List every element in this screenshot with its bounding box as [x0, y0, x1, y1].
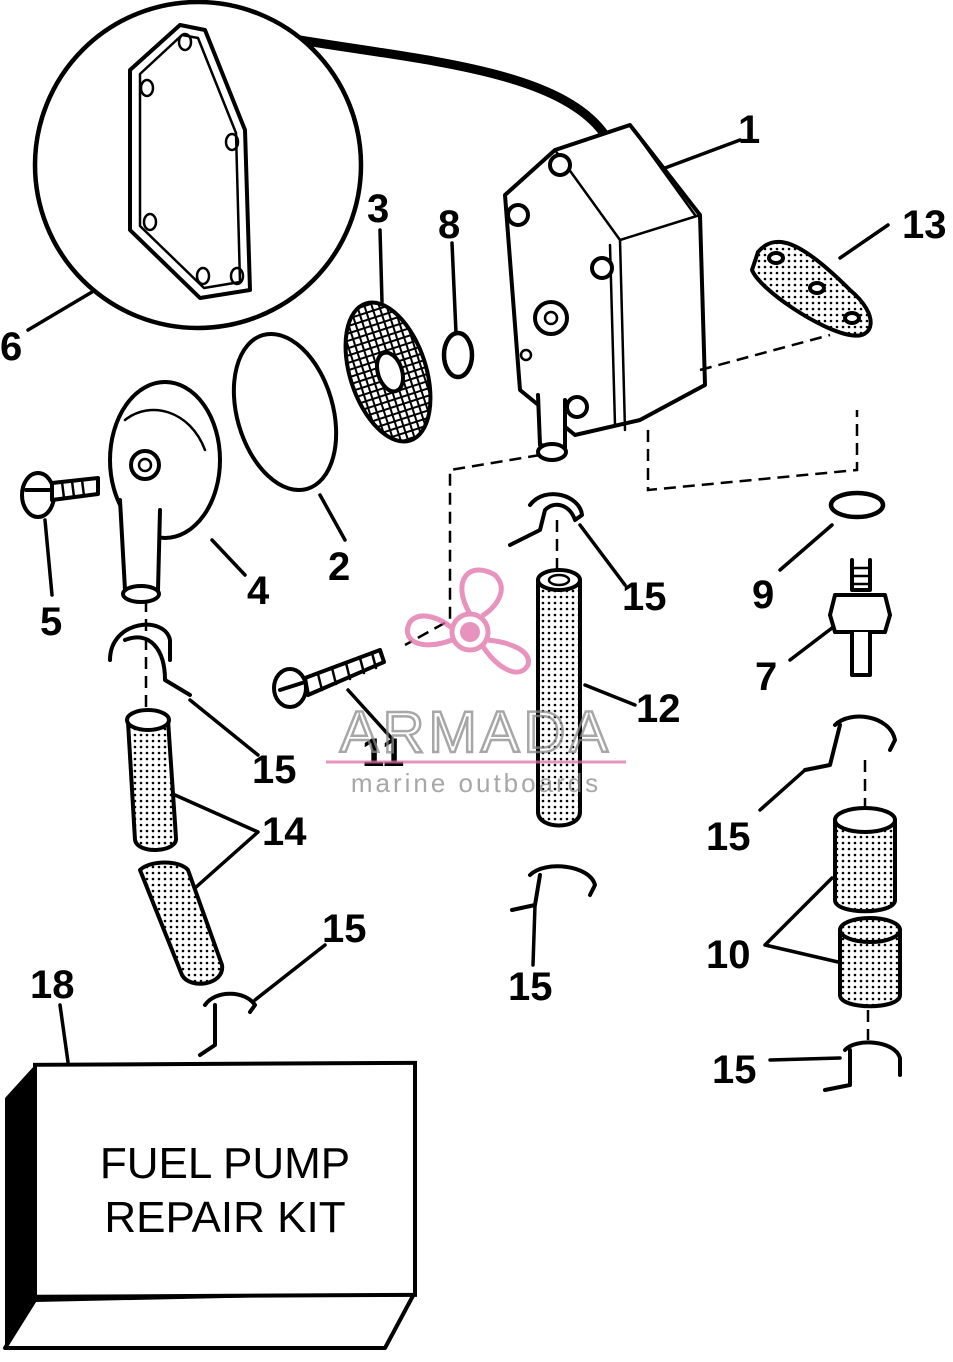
seal-ring	[441, 330, 475, 380]
gasket-detail-circle	[32, 0, 610, 331]
callout-13: 13	[902, 203, 947, 247]
filter-element-lower	[838, 916, 902, 1009]
leader-lines	[26, 138, 890, 1064]
hose-clip-left	[108, 622, 192, 697]
callout-15-top-center: 15	[622, 575, 667, 619]
armada-watermark: ARMADA marine outboards	[326, 567, 626, 798]
hose-clip-right-bottom	[823, 1040, 902, 1092]
callout-11: 11	[362, 731, 404, 775]
washer	[828, 490, 886, 520]
callout-10: 10	[706, 933, 751, 977]
callout-12: 12	[636, 687, 681, 731]
callout-15-right-bottom: 15	[712, 1048, 757, 1092]
callout-15-left: 15	[252, 748, 297, 792]
filter-element-upper	[833, 806, 897, 914]
callout-18: 18	[30, 963, 75, 1007]
kit-title-line2: REPAIR KIT	[104, 1193, 345, 1242]
callout-labels: 1 2 3 4 5 6 7 8 9 10 11 12 13 14 15 15 1…	[0, 108, 947, 1092]
left-hose-lower	[138, 860, 225, 986]
watermark-brand: ARMADA	[340, 700, 612, 765]
callout-4: 4	[247, 569, 270, 613]
callout-15-left-bottom: 15	[322, 907, 367, 951]
callout-15-center-bottom: 15	[508, 965, 553, 1009]
assembly-lines	[144, 333, 870, 1040]
callout-15-right: 15	[706, 815, 751, 859]
callout-3: 3	[367, 187, 389, 231]
callout-7: 7	[755, 655, 777, 699]
cover-screw	[20, 471, 100, 519]
fuel-pump-body	[503, 123, 707, 462]
filter-screen	[343, 300, 433, 444]
long-screw	[272, 648, 386, 709]
callout-9: 9	[752, 573, 774, 617]
callout-14: 14	[262, 810, 307, 854]
callout-8: 8	[438, 203, 460, 247]
hose-clip-right-top	[803, 714, 897, 772]
callout-2: 2	[328, 545, 350, 589]
repair-kit-box: FUEL PUMP REPAIR KIT	[3, 1060, 417, 1350]
hose-clip-center-bottom	[510, 864, 597, 912]
callout-5: 5	[40, 600, 62, 644]
hose-fitting	[828, 558, 892, 677]
watermark-tagline: marine outboards	[351, 768, 601, 798]
o-ring	[231, 331, 339, 493]
left-hose-upper	[125, 708, 178, 852]
hose-clip-top-center	[508, 492, 584, 547]
callout-6: 6	[0, 325, 22, 369]
hose-clip-left-bottom	[198, 991, 257, 1057]
callout-1: 1	[738, 108, 760, 152]
kit-title-line1: FUEL PUMP	[100, 1139, 350, 1188]
diaphragm-cover	[108, 380, 222, 604]
center-hose	[536, 568, 582, 828]
mounting-plate	[750, 239, 873, 338]
propeller-logo	[405, 567, 531, 675]
